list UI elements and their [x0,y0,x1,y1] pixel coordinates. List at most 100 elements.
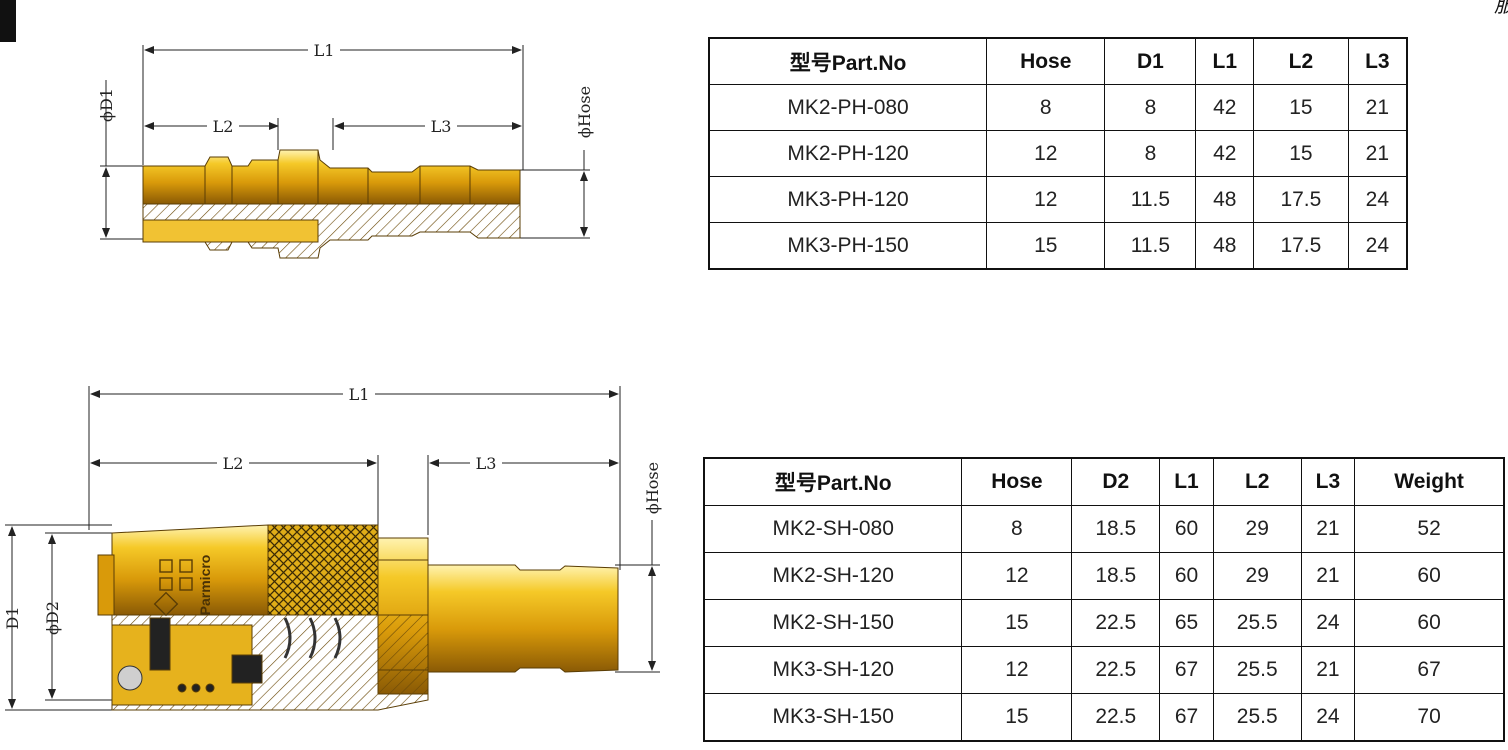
cell-l2: 25.5 [1212,646,1302,694]
cell-d2: 22.5 [1071,693,1161,742]
cell-l1: 60 [1159,505,1214,553]
cell-d1: 11.5 [1104,176,1197,223]
cell-hose: 15 [986,222,1106,270]
cell-part-no: MK3-SH-150 [703,693,963,742]
cell-l2: 29 [1212,552,1302,600]
plug-dim-l3: L3 [431,117,452,136]
table-header-row: 型号Part.No Hose D2 L1 L2 L3 Weight [703,457,1505,506]
table-row: MK3-SH-120 12 22.5 67 25.5 21 67 [703,646,1505,694]
cell-l3: 21 [1300,552,1356,600]
cell-l1: 60 [1159,552,1214,600]
cell-d2: 22.5 [1071,599,1161,647]
header-l1: L1 [1159,457,1214,506]
header-l2: L2 [1212,457,1302,506]
header-l1: L1 [1195,37,1255,85]
socket-dim-l1: L1 [349,385,370,404]
table-row: MK2-PH-080 8 8 42 15 21 [708,84,1408,131]
cell-l2: 17.5 [1253,222,1349,270]
cell-l3: 24 [1300,693,1356,742]
cell-d2: 22.5 [1071,646,1161,694]
cell-weight: 60 [1354,552,1505,600]
table-row: MK3-PH-120 12 11.5 48 17.5 24 [708,176,1408,223]
cell-l3: 24 [1347,222,1408,270]
cell-l3: 21 [1300,505,1356,553]
plug-body [142,149,521,259]
table-row: MK2-SH-150 15 22.5 65 25.5 24 60 [703,599,1505,647]
header-hose: Hose [986,37,1106,85]
header-d1: D1 [1104,37,1197,85]
cell-part-no: MK3-PH-150 [708,222,988,270]
cell-d2: 18.5 [1071,552,1161,600]
plug-dim-l2: L2 [213,117,234,136]
socket-spec-table: 型号Part.No Hose D2 L1 L2 L3 Weight MK2-SH… [703,457,1505,742]
cell-hose: 8 [986,84,1106,131]
socket-body [97,524,619,711]
cell-hose: 12 [961,552,1073,600]
cell-weight: 52 [1354,505,1505,553]
table-row: MK3-SH-150 15 22.5 67 25.5 24 70 [703,693,1505,742]
cell-hose: 12 [986,130,1106,177]
cell-l1: 67 [1159,693,1214,742]
cell-l2: 25.5 [1212,599,1302,647]
cell-l3: 24 [1347,176,1408,223]
cell-hose: 15 [961,693,1073,742]
table-row: MK2-SH-080 8 18.5 60 29 21 52 [703,505,1505,553]
cell-weight: 67 [1354,646,1505,694]
cell-part-no: MK3-PH-120 [708,176,988,223]
cell-hose: 8 [961,505,1073,553]
plug-dim-hose: ϕHose [575,86,594,138]
cell-hose: 15 [961,599,1073,647]
table-row: MK2-SH-120 12 18.5 60 29 21 60 [703,552,1505,600]
cell-l1: 42 [1195,130,1255,177]
cell-l1: 65 [1159,599,1214,647]
brand-logo [153,559,193,617]
header-d2: D2 [1071,457,1161,506]
socket-dim-d2: ϕD2 [43,601,62,635]
header-part-no: 型号Part.No [708,37,988,85]
cell-part-no: MK2-SH-120 [703,552,963,600]
corner-mark [0,0,16,42]
cell-d2: 18.5 [1071,505,1161,553]
cell-d1: 8 [1104,84,1197,131]
cell-l1: 48 [1195,176,1255,223]
header-part-no: 型号Part.No [703,457,963,506]
table-header-row: 型号Part.No Hose D1 L1 L2 L3 [708,37,1408,85]
cell-l2: 29 [1212,505,1302,553]
socket-dim-l3: L3 [476,454,497,473]
plug-dim-l1: L1 [314,41,335,60]
cell-d1: 11.5 [1104,222,1197,270]
cell-l2: 15 [1253,130,1349,177]
header-weight: Weight [1354,457,1505,506]
cell-l2: 15 [1253,84,1349,131]
table-row: MK3-PH-150 15 11.5 48 17.5 24 [708,222,1408,270]
cell-l1: 42 [1195,84,1255,131]
header-l3: L3 [1300,457,1356,506]
cell-part-no: MK3-SH-120 [703,646,963,694]
cell-part-no: MK2-PH-120 [708,130,988,177]
cell-part-no: MK2-SH-150 [703,599,963,647]
cell-l3: 21 [1347,84,1408,131]
header-l3: L3 [1347,37,1408,85]
socket-drawing: L1 L2 L3 D1 ϕD2 ϕHose Parmicro [3,385,662,711]
cell-l1: 48 [1195,222,1255,270]
cell-d1: 8 [1104,130,1197,177]
cell-l3: 24 [1300,599,1356,647]
plug-dim-d1: ϕD1 [97,88,116,122]
plug-drawing: L1 L2 L3 ϕD1 ϕHose [97,41,594,259]
socket-dim-hose: ϕHose [643,462,662,514]
cell-l3: 21 [1347,130,1408,177]
brand-name: Parmicro [197,555,213,616]
socket-dim-l2: L2 [223,454,244,473]
cell-part-no: MK2-PH-080 [708,84,988,131]
cell-weight: 60 [1354,599,1505,647]
cell-l3: 21 [1300,646,1356,694]
socket-dim-d1: D1 [3,606,22,629]
cell-weight: 70 [1354,693,1505,742]
header-l2: L2 [1253,37,1349,85]
cell-hose: 12 [986,176,1106,223]
cell-l2: 25.5 [1212,693,1302,742]
cell-l2: 17.5 [1253,176,1349,223]
header-hose: Hose [961,457,1073,506]
plug-spec-table: 型号Part.No Hose D1 L1 L2 L3 MK2-PH-080 8 … [708,37,1408,270]
cell-l1: 67 [1159,646,1214,694]
